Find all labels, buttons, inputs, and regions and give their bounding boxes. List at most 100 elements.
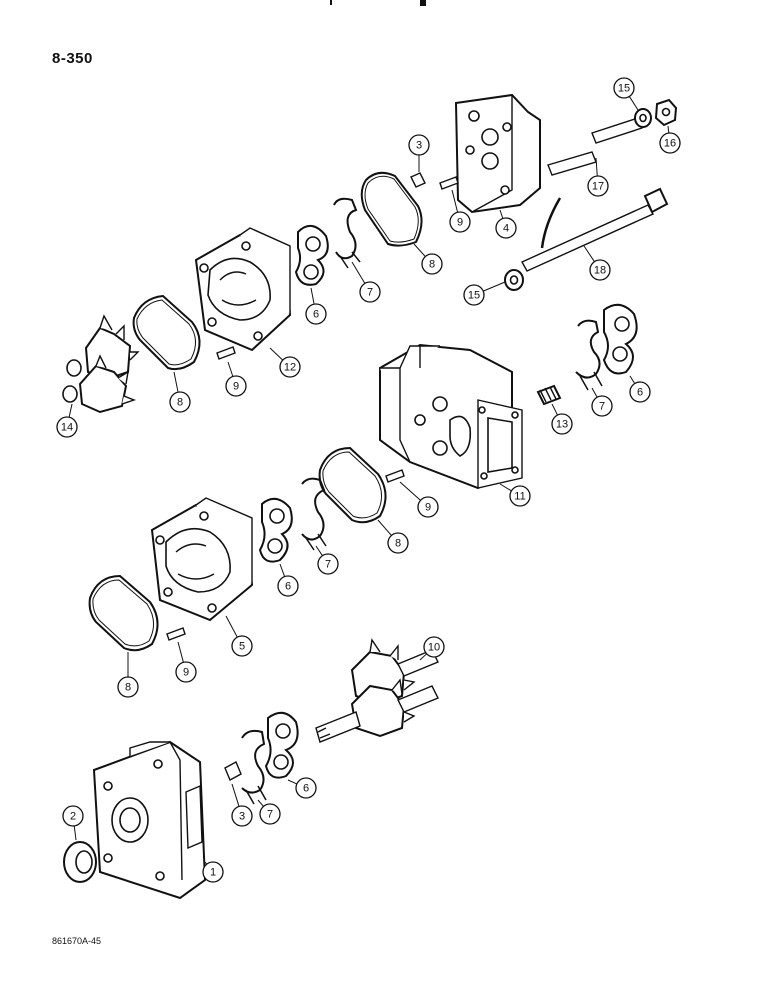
callout-leader xyxy=(227,361,234,377)
callout-4: 4 xyxy=(495,209,517,239)
callout-6: 6 xyxy=(629,375,651,403)
gear-body-top xyxy=(194,227,292,352)
callout-label: 7 xyxy=(367,287,373,299)
callout-leader xyxy=(413,243,426,257)
top-edge-marks xyxy=(330,0,426,6)
callout-15: 15 xyxy=(613,77,639,111)
seal-ring-mid-top xyxy=(132,294,201,371)
callout-label: 5 xyxy=(239,641,245,653)
callout-8: 8 xyxy=(377,519,409,554)
callout-leader xyxy=(377,519,392,536)
callout-circle xyxy=(231,805,253,827)
callout-leader xyxy=(628,96,639,111)
center-housing xyxy=(379,343,523,490)
callout-9: 9 xyxy=(449,189,471,233)
callout-label: 3 xyxy=(416,140,422,152)
callout-label: 9 xyxy=(233,381,239,393)
callout-circle xyxy=(421,253,443,275)
callout-8: 8 xyxy=(413,243,443,275)
shaft-seal xyxy=(63,841,97,883)
callout-circle xyxy=(408,134,430,156)
wear-plate-top xyxy=(294,225,329,286)
figure-code: 861670A-45 xyxy=(52,936,102,946)
callout-circle xyxy=(277,575,299,597)
callout-leader xyxy=(225,615,238,638)
wire-seal-top xyxy=(333,197,361,269)
callout-12: 12 xyxy=(269,347,301,378)
callout-circle xyxy=(175,661,197,683)
callout-13: 13 xyxy=(551,403,573,435)
callout-circle xyxy=(551,413,573,435)
callout-label: 7 xyxy=(325,559,331,571)
callout-leader xyxy=(315,545,323,556)
callout-circle xyxy=(305,303,327,325)
callout-label: 15 xyxy=(468,290,480,302)
washer-lower xyxy=(504,269,524,291)
callout-label: 6 xyxy=(303,783,309,795)
callout-circle xyxy=(117,676,139,698)
callout-label: 17 xyxy=(592,181,604,193)
page-number: 8-350 xyxy=(52,50,93,67)
callout-circle xyxy=(463,284,485,306)
callout-14: 14 xyxy=(56,403,78,438)
callout-layer: 1233456666777788889999101112131415151617… xyxy=(56,77,681,883)
callout-leader xyxy=(173,371,179,393)
callout-leader xyxy=(310,287,315,305)
callout-circle xyxy=(279,356,301,378)
wire-seal-mid xyxy=(301,477,327,551)
callout-circle xyxy=(225,375,247,397)
callout-leader xyxy=(451,189,459,213)
callout-2: 2 xyxy=(62,805,84,841)
callout-1: 1 xyxy=(202,861,224,883)
callout-7: 7 xyxy=(257,799,281,825)
setscrew-lower xyxy=(224,761,242,781)
callout-circle xyxy=(417,496,439,518)
callout-label: 8 xyxy=(125,682,131,694)
callout-label: 3 xyxy=(239,811,245,823)
dowel-pin-mid-top xyxy=(216,346,236,360)
long-bolt xyxy=(521,187,669,272)
callout-leader xyxy=(73,825,77,841)
callout-label: 12 xyxy=(284,362,296,374)
callout-circle xyxy=(387,532,409,554)
callout-leader xyxy=(68,403,73,418)
gear-shaft-pair xyxy=(315,638,439,743)
callout-9: 9 xyxy=(175,641,197,683)
callout-leader xyxy=(483,281,506,292)
callout-label: 13 xyxy=(556,419,568,431)
callout-label: 8 xyxy=(177,397,183,409)
callout-leader xyxy=(399,481,421,501)
washer-and-nut-top xyxy=(634,98,678,128)
callout-circle xyxy=(317,553,339,575)
wear-plate-mid-right xyxy=(602,303,638,375)
callout-leader xyxy=(591,387,598,398)
callout-leader xyxy=(499,483,512,492)
callout-8: 8 xyxy=(117,652,139,698)
callout-circle xyxy=(587,175,609,197)
callout-label: 8 xyxy=(395,538,401,550)
callout-label: 9 xyxy=(183,667,189,679)
callout-label: 11 xyxy=(514,491,525,503)
callout-leader xyxy=(629,375,636,384)
callout-circle xyxy=(231,635,253,657)
callout-label: 6 xyxy=(313,309,319,321)
seal-ring-top xyxy=(360,171,423,247)
callout-9: 9 xyxy=(399,481,439,518)
callout-label: 6 xyxy=(285,581,291,593)
callout-label: 7 xyxy=(599,401,605,413)
back-cover xyxy=(454,93,541,214)
callout-6: 6 xyxy=(287,777,317,799)
studs xyxy=(547,117,643,176)
coupling xyxy=(536,384,562,406)
callout-circle xyxy=(449,211,471,233)
dowel-pin-lower xyxy=(166,627,186,641)
wear-plate-mid xyxy=(258,497,293,563)
callout-circle xyxy=(359,281,381,303)
callout-18: 18 xyxy=(583,245,611,281)
callout-circle xyxy=(62,805,84,827)
callout-11: 11 xyxy=(499,483,531,507)
callout-label: 14 xyxy=(61,422,73,434)
callout-leader xyxy=(257,799,264,807)
wear-plate-lower xyxy=(264,711,299,779)
callout-3: 3 xyxy=(231,783,253,827)
